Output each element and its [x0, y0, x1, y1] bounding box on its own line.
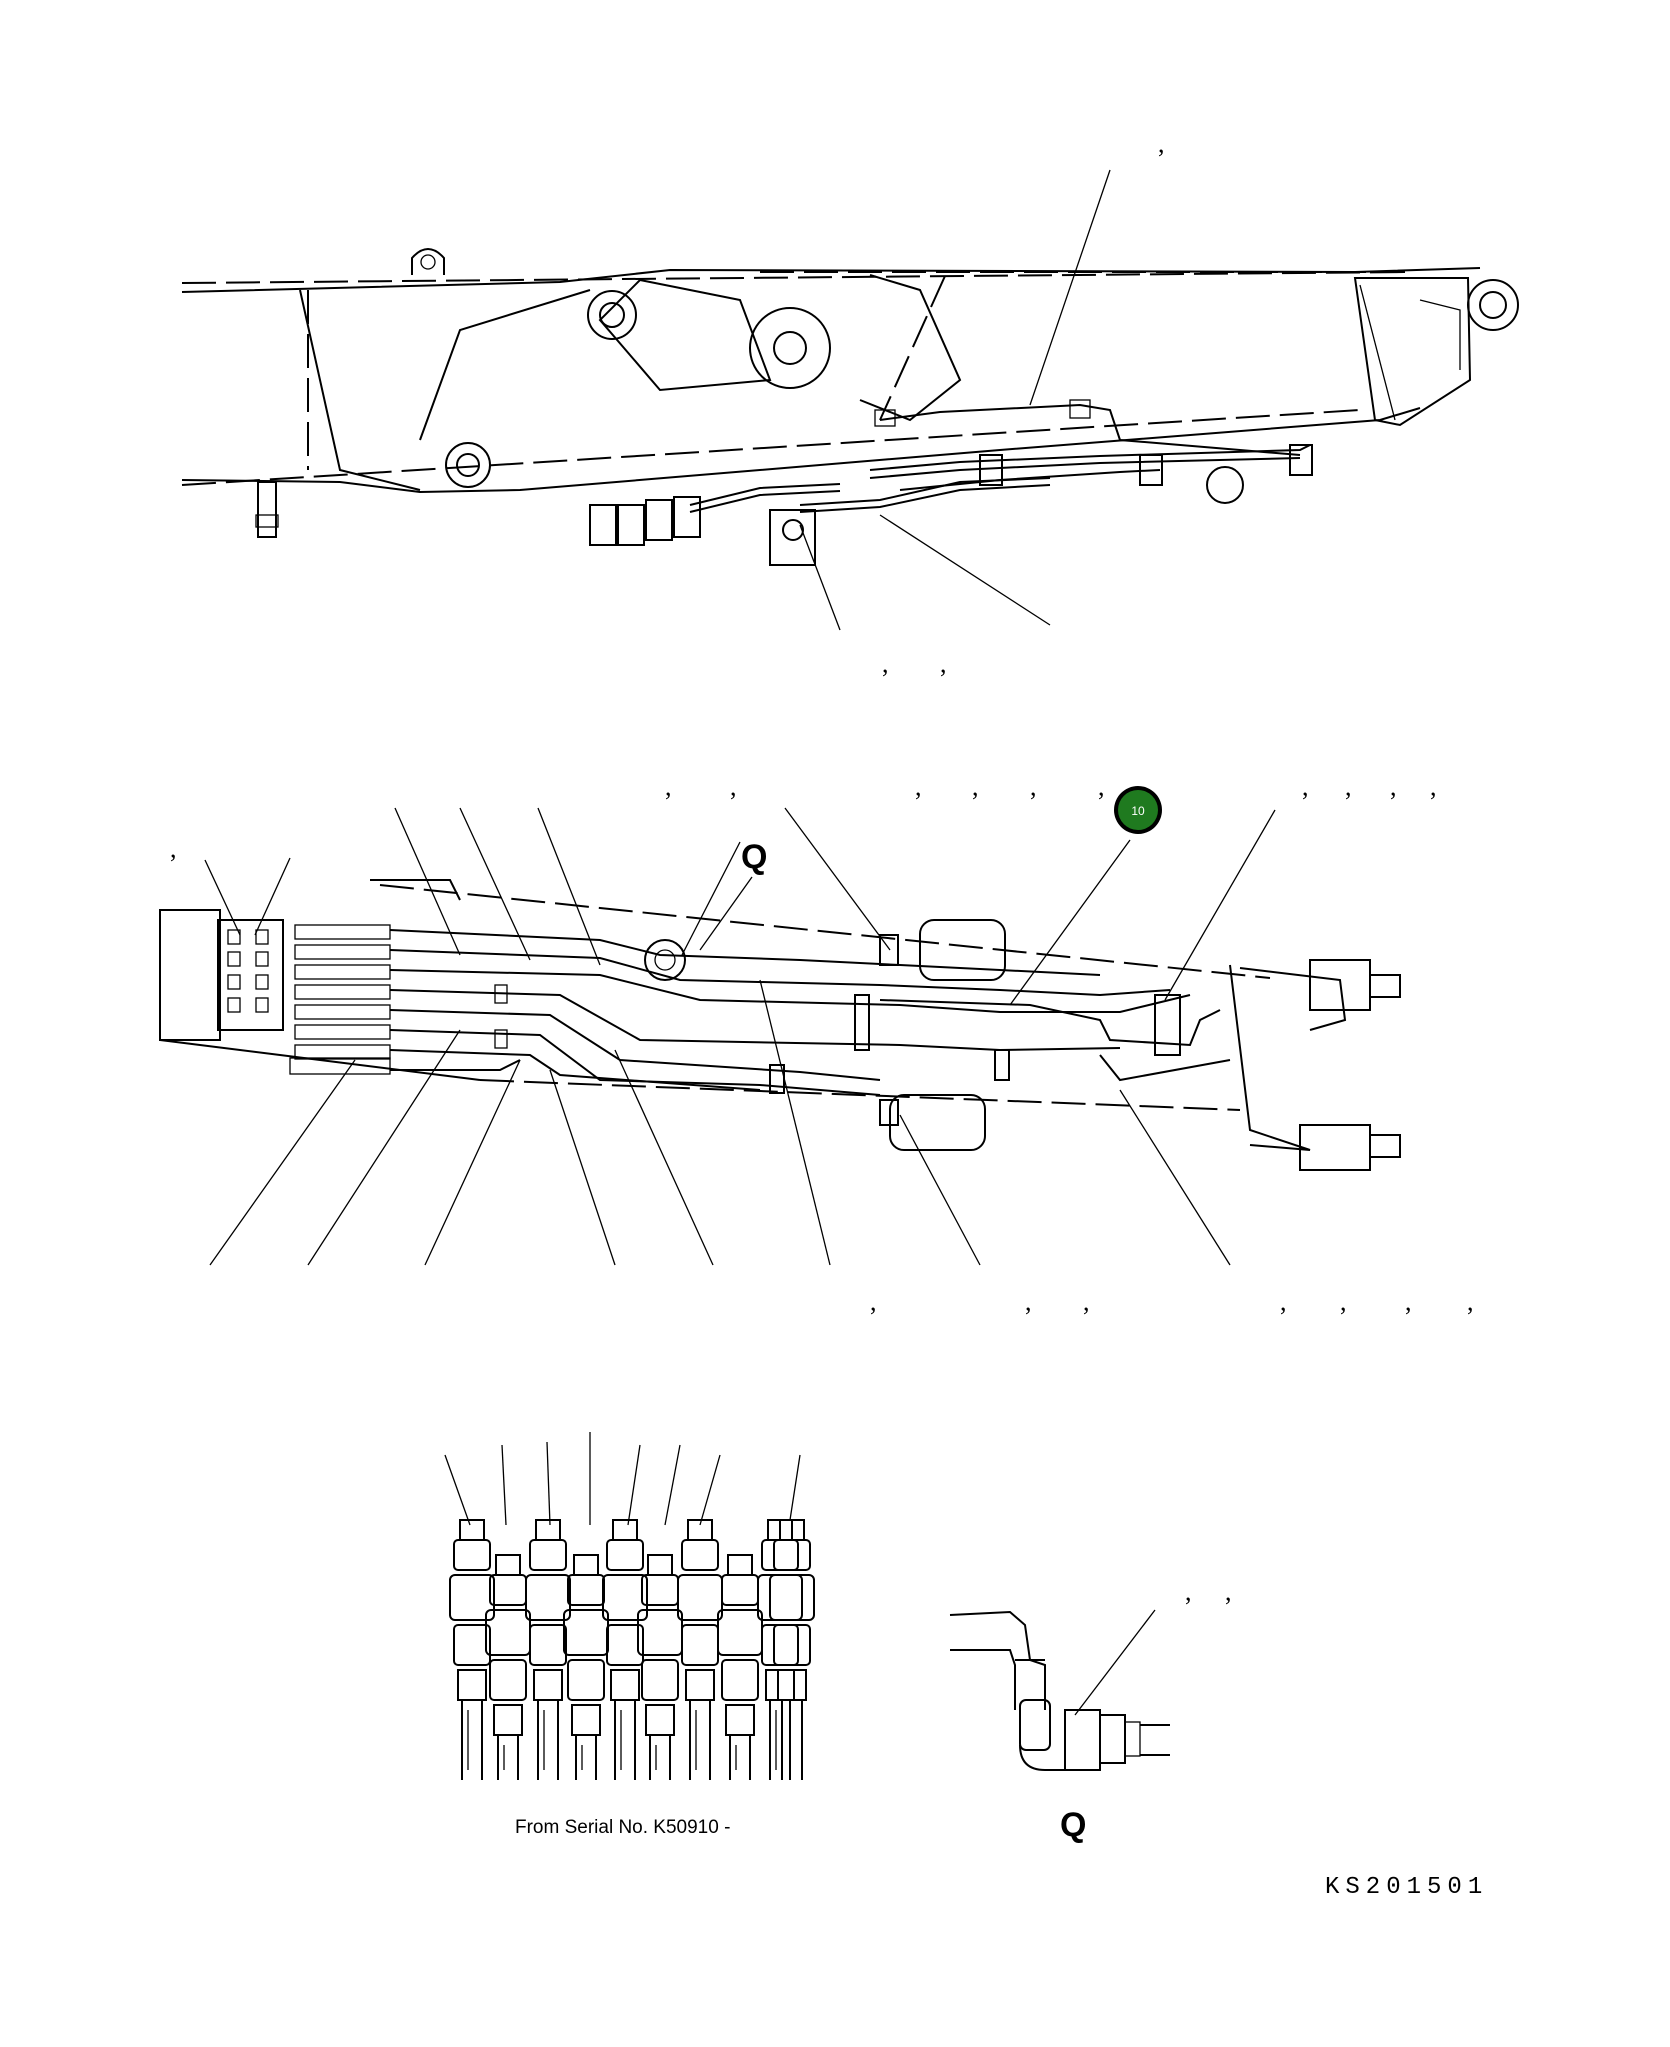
coupler-part: [773, 1624, 811, 1666]
callout-label: ,: [1098, 772, 1105, 801]
coupler-part: [627, 1444, 641, 1526]
coupler-part: [533, 1669, 563, 1701]
coupler-part: [699, 1454, 721, 1526]
coupler-part: [453, 1539, 491, 1571]
callout-label: ,: [1302, 772, 1309, 801]
callout-label: ,: [1405, 1287, 1412, 1316]
callout-badge[interactable]: 10: [1114, 786, 1162, 834]
callout-label: ,: [730, 772, 737, 801]
callout-label: ,: [170, 834, 177, 863]
view-label-q: Q: [741, 838, 767, 876]
callout-label: ,: [972, 772, 979, 801]
boom-top-view: , , , , , , , , , , , , , , , , , , Q 10: [159, 772, 1474, 1316]
coupler-part: [645, 1704, 675, 1736]
callout-label: ,: [915, 772, 922, 801]
coupler-part: [681, 1624, 719, 1666]
coupler-part: [761, 1539, 799, 1571]
callout-label: ,: [1030, 772, 1037, 801]
coupler-part: [721, 1574, 759, 1606]
coupler-part: [647, 1554, 673, 1576]
coupler-part: [444, 1454, 471, 1526]
coupler-part: [725, 1704, 755, 1736]
coupler-part: [769, 1574, 815, 1621]
coupler-part: [717, 1609, 763, 1656]
coupler-part: [761, 1624, 799, 1666]
coupler-part: [546, 1441, 551, 1526]
coupler-part: [721, 1659, 759, 1701]
callout-label: ,: [1158, 129, 1165, 158]
callout-label: ,: [1025, 1287, 1032, 1316]
callout-label: ,: [1390, 772, 1397, 801]
coupler-part: [602, 1574, 648, 1621]
leader-line: [1029, 169, 1111, 406]
callout-label: ,: [1430, 772, 1437, 801]
coupler-part: [457, 1669, 487, 1701]
coupler-part: [637, 1609, 683, 1656]
coupler-part: [495, 1554, 521, 1576]
coupler-part: [641, 1659, 679, 1701]
callout-label: ,: [1467, 1287, 1474, 1316]
coupler-part: [677, 1574, 723, 1621]
coupler-part: [757, 1574, 803, 1621]
coupler-part: [571, 1704, 601, 1736]
callout-label: ,: [882, 649, 889, 678]
callout-label: ,: [1185, 1577, 1192, 1606]
callout-label: ,: [1340, 1287, 1347, 1316]
coupler-part: [685, 1669, 715, 1701]
coupler-part: [567, 1574, 605, 1606]
serial-note: From Serial No. K50910 -: [515, 1817, 730, 1838]
coupler-part: [664, 1444, 681, 1526]
coupler-part: [606, 1539, 644, 1571]
coupler-part: [612, 1519, 638, 1541]
coupler-part: [765, 1669, 795, 1701]
coupler-part: [449, 1574, 495, 1621]
coupler-part: [525, 1574, 571, 1621]
coupler-part: [681, 1539, 719, 1571]
coupler-part: [773, 1539, 811, 1571]
coupler-part: [529, 1539, 567, 1571]
coupler-part: [489, 1659, 527, 1701]
drawing-id: KS201501: [1325, 1874, 1488, 1901]
coupler-part: [459, 1519, 485, 1541]
callout-label: ,: [870, 1287, 877, 1316]
callout-label: ,: [665, 772, 672, 801]
leader-line: [879, 514, 1051, 626]
coupler-part: [610, 1669, 640, 1701]
callout-label: ,: [1345, 772, 1352, 801]
coupler-part: [535, 1519, 561, 1541]
coupler-part: [777, 1669, 807, 1701]
coupler-part: [485, 1609, 531, 1656]
leader-line: [799, 524, 841, 631]
coupler-part: [493, 1704, 523, 1736]
coupler-part: [727, 1554, 753, 1576]
boom-side-view: , , ,: [181, 129, 1519, 678]
fitting-stack: [289, 924, 391, 1075]
coupler-part: [453, 1624, 491, 1666]
coupler-part: [573, 1554, 599, 1576]
badge-label[interactable]: 10: [1131, 804, 1145, 818]
coupler-part: [567, 1659, 605, 1701]
coupler-part: [501, 1444, 507, 1526]
coupler-part: [789, 1454, 801, 1521]
coupler-part: [606, 1624, 644, 1666]
callout-label: ,: [1280, 1287, 1287, 1316]
coupler-part: [489, 1574, 527, 1606]
badge-circle[interactable]: [1118, 790, 1158, 830]
coupler-part: [529, 1624, 567, 1666]
callout-label: ,: [1083, 1287, 1090, 1316]
coupler-detail-view: From Serial No. K50910 -: [444, 1432, 815, 1838]
detail-q-view: , , Q: [949, 1577, 1232, 1844]
view-label-q: Q: [1060, 1806, 1086, 1844]
callout-label: ,: [1225, 1577, 1232, 1606]
callout-label: ,: [940, 649, 947, 678]
